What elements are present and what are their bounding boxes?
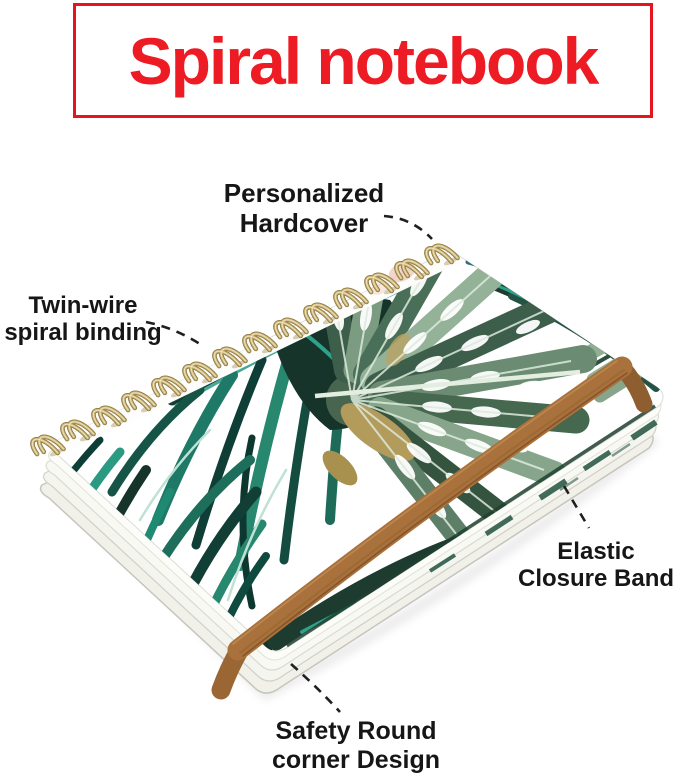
callout-line: Closure Band: [517, 565, 675, 593]
title-banner: Spiral notebook: [73, 3, 653, 118]
connector-corner: [290, 663, 341, 713]
page-edge-pattern: [428, 419, 658, 573]
callout-line: Safety Round: [275, 717, 437, 745]
callout-line: Hardcover: [239, 207, 369, 238]
callout-connectors: [145, 214, 591, 713]
callout-safety-round-corner: Safety Round corner Design: [262, 717, 450, 774]
callout-personalized-hardcover: Personalized Hardcover: [189, 178, 419, 238]
elastic-band: [211, 356, 653, 700]
callout-elastic-closure-band: Elastic Closure Band: [510, 538, 679, 593]
connector-elastic: [562, 485, 591, 529]
connector-hardcover: [383, 214, 433, 240]
callout-line: spiral binding: [4, 319, 162, 347]
page-stack: [39, 260, 662, 694]
callout-line: Elastic: [557, 538, 635, 565]
callout-line: Twin-wire: [28, 292, 138, 319]
callout-line: corner Design: [271, 745, 441, 774]
connector-twin-wire: [145, 320, 204, 348]
page-title: Spiral notebook: [128, 23, 600, 98]
callout-line: Personalized: [223, 178, 385, 208]
callout-twin-wire-binding: Twin-wire spiral binding: [0, 292, 170, 347]
